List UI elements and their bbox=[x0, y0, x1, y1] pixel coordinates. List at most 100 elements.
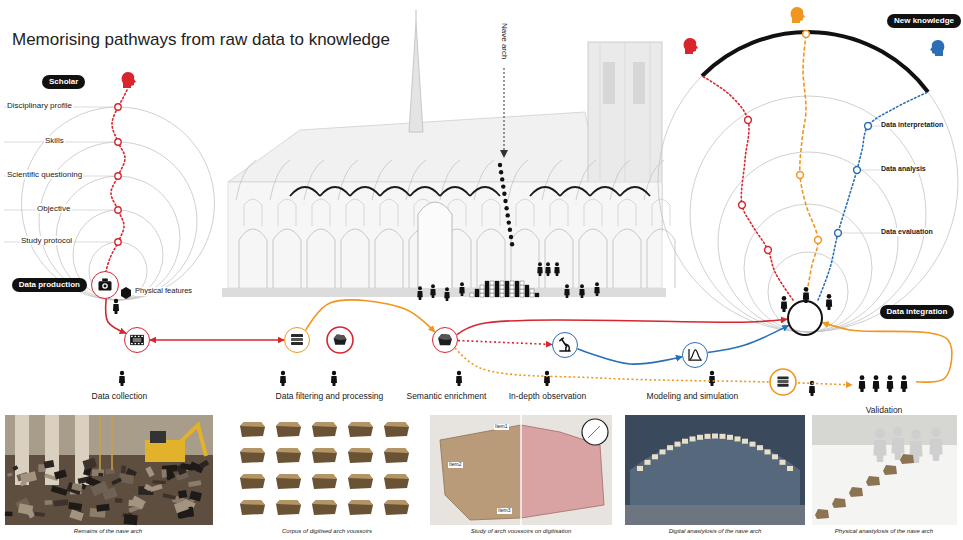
stone-pile bbox=[475, 289, 479, 293]
photo-rubble bbox=[111, 477, 122, 485]
digital-voussoir bbox=[780, 460, 786, 465]
voussoir-top bbox=[276, 500, 301, 505]
person-head bbox=[460, 282, 464, 286]
voussoir-side bbox=[348, 448, 373, 463]
camera-lens-core bbox=[104, 284, 107, 287]
film-strip bbox=[130, 335, 144, 345]
stone-pile bbox=[480, 285, 484, 289]
photo-rubble bbox=[98, 473, 103, 477]
photo-background bbox=[812, 415, 957, 525]
nave-arcade bbox=[477, 229, 505, 288]
film-frame bbox=[133, 338, 142, 342]
photo-rubble bbox=[18, 503, 33, 515]
person-head bbox=[120, 371, 124, 375]
flow-connector bbox=[577, 349, 682, 364]
ring-label: Data evaluation bbox=[880, 228, 934, 236]
photo-voussoirs bbox=[232, 415, 422, 525]
voussoir bbox=[384, 422, 409, 437]
digital-voussoir bbox=[727, 435, 733, 440]
photo-caption: Digital anastylosis of the nave arch bbox=[668, 528, 763, 535]
person-body bbox=[781, 302, 787, 313]
vault-arch bbox=[590, 187, 620, 196]
person-figure bbox=[594, 282, 599, 296]
camera-body bbox=[99, 281, 112, 290]
vault-arch bbox=[290, 187, 320, 196]
voussoir-top bbox=[384, 448, 409, 453]
nave-window bbox=[516, 199, 534, 226]
person-figure bbox=[444, 287, 449, 301]
scholar-head bbox=[122, 72, 136, 88]
person-head bbox=[874, 375, 879, 380]
validation-group: Validation bbox=[852, 356, 916, 416]
ring-label: Scientific questioning bbox=[6, 170, 83, 179]
ring-label: Study protocol bbox=[20, 236, 73, 245]
nave-wall bbox=[228, 182, 662, 288]
photo-rubble bbox=[178, 490, 187, 499]
person-body bbox=[826, 300, 832, 311]
vault-arch bbox=[380, 187, 410, 196]
stone-pile bbox=[510, 281, 514, 285]
digital-voussoir bbox=[697, 435, 703, 440]
digital-voussoir bbox=[757, 445, 763, 450]
voussoir bbox=[384, 474, 409, 489]
excavator-body bbox=[145, 440, 185, 462]
stone-pile bbox=[525, 285, 529, 289]
stone-pile bbox=[510, 293, 514, 297]
scholar-head bbox=[791, 7, 805, 23]
person-head bbox=[431, 284, 435, 288]
photo-caption: Physical anastylosis of the nave arch bbox=[834, 528, 934, 535]
photo-study bbox=[430, 415, 612, 525]
stone-pile bbox=[495, 289, 499, 293]
voussoir-top bbox=[276, 448, 301, 453]
person-body bbox=[331, 376, 337, 386]
voussoir-top bbox=[384, 500, 409, 505]
pill-label: Scholar bbox=[49, 77, 78, 86]
stage-label: Data filtering and processing bbox=[275, 391, 385, 401]
flying-buttress bbox=[474, 160, 494, 200]
process-symbol bbox=[683, 343, 707, 367]
stone-pile bbox=[515, 281, 519, 285]
voussoir bbox=[240, 474, 265, 489]
item-label: Item2 bbox=[448, 462, 463, 468]
voussoir bbox=[276, 448, 301, 463]
nave-arcade bbox=[341, 229, 369, 288]
film-hole bbox=[141, 336, 143, 337]
photo-digital-anastylosis bbox=[625, 415, 805, 525]
voussoir-top bbox=[240, 448, 265, 453]
ring bbox=[690, 96, 926, 332]
ring-marker bbox=[835, 230, 842, 237]
voussoir bbox=[240, 448, 265, 463]
photo-rubble bbox=[153, 480, 166, 484]
process-icon: Data production bbox=[91, 271, 119, 299]
voussoir-top bbox=[312, 422, 337, 427]
photo-rubble bbox=[188, 480, 201, 487]
nave-arcade bbox=[511, 229, 539, 288]
excavator-cabin bbox=[150, 431, 166, 443]
photo-remains bbox=[5, 415, 213, 525]
stone-pile bbox=[505, 293, 509, 297]
process-icon: Semantic enrichment bbox=[432, 327, 458, 353]
person-figure bbox=[417, 286, 422, 300]
stone-pile bbox=[495, 285, 499, 289]
stone-pile bbox=[525, 289, 529, 293]
nave-window bbox=[482, 199, 500, 226]
person-body bbox=[887, 381, 894, 392]
nave-arch-voussoir bbox=[510, 242, 514, 246]
ring-marker bbox=[115, 207, 121, 213]
photo-rubble bbox=[51, 486, 68, 496]
feature-label: Physical features bbox=[134, 287, 193, 296]
person-figure bbox=[554, 262, 559, 276]
flow-connector bbox=[822, 323, 951, 383]
film-hole bbox=[138, 336, 140, 337]
photo-rubble bbox=[82, 458, 97, 471]
voussoir-top bbox=[276, 422, 301, 427]
ring-label: Data interpretation bbox=[880, 121, 944, 129]
cathedral-spire bbox=[409, 22, 423, 132]
voussoir-top bbox=[348, 500, 373, 505]
photo-scaffold bbox=[99, 415, 101, 470]
process-icon bbox=[327, 327, 353, 353]
voussoir-side bbox=[312, 474, 337, 489]
digital-voussoir bbox=[690, 436, 696, 441]
ring-marker bbox=[803, 31, 810, 38]
